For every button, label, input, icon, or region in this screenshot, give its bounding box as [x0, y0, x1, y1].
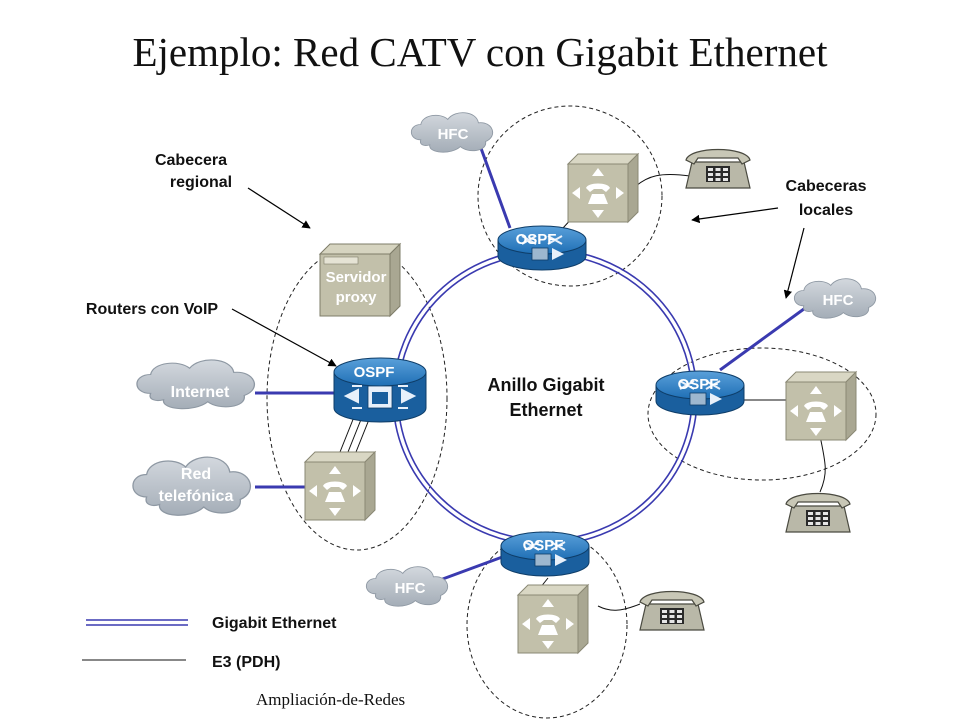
arrow-regional — [247, 187, 311, 229]
e3-bottom-gateway-phone — [597, 603, 641, 611]
legend-gigabit-label: Gigabit Ethernet — [212, 615, 337, 632]
router-top: OSPF — [497, 225, 587, 271]
arrow-locales-top — [691, 207, 779, 224]
page-title: Ejemplo: Red CATV con Gigabit Ethernet — [132, 29, 828, 75]
hfc-bottom-label: HFC — [395, 580, 426, 597]
voice-gateway-bottom — [517, 584, 589, 654]
regional-router: OSPF — [333, 357, 427, 423]
regional-label-1: Cabecera — [155, 152, 227, 169]
footer: Ampliación-de-Redes — [256, 690, 406, 709]
phone-top-icon — [685, 148, 751, 189]
locales-label-2: locales — [799, 202, 853, 219]
phone-network-cloud: Red telefónica — [132, 456, 252, 516]
arrow-locales-right — [783, 227, 805, 299]
link-hfc-top — [476, 139, 512, 229]
top-local-headend-group — [477, 105, 663, 287]
annotation-arrows — [231, 187, 805, 367]
locales-label-1: Cabeceras — [786, 178, 867, 195]
e3-top-gateway-phone — [635, 173, 691, 187]
router-right: OSPF — [655, 370, 745, 416]
router-bottom: OSPF — [500, 531, 590, 577]
hfc-cloud-bottom: HFC — [365, 566, 449, 607]
regional-label-2: regional — [170, 174, 232, 191]
voice-gateway-regional — [304, 451, 376, 521]
link-hfc-right — [719, 304, 809, 372]
hfc-right-label: HFC — [823, 292, 854, 309]
legend: Gigabit Ethernet E3 (PDH) — [82, 615, 337, 671]
server-label-1: Servidor — [326, 269, 387, 286]
link-hfc-bottom — [439, 554, 506, 582]
legend-e3-label: E3 (PDH) — [212, 654, 280, 671]
proxy-server: Servidor proxy — [318, 242, 402, 318]
ring-label-1: Anillo Gigabit — [488, 375, 605, 395]
phone-bottom-icon — [639, 590, 705, 631]
regional-router-label: OSPF — [354, 364, 395, 381]
internet-cloud: Internet — [136, 359, 256, 410]
arrow-routers-voip — [231, 308, 337, 367]
annotations: Cabecera regional Cabeceras locales Rout… — [86, 152, 867, 420]
hfc-cloud-top: HFC — [410, 112, 494, 153]
router-top-label: OSPF — [516, 231, 557, 248]
ring-label-2: Ethernet — [509, 400, 582, 420]
router-right-label: OSPF — [678, 376, 719, 393]
router-bottom-label: OSPF — [523, 537, 564, 554]
gigabit-links — [255, 139, 809, 582]
phone-network-label-2: telefónica — [159, 488, 234, 505]
hfc-top-label: HFC — [438, 126, 469, 143]
e3-right-gateway-phone — [819, 435, 826, 493]
internet-label: Internet — [171, 384, 230, 401]
server-label-2: proxy — [336, 289, 378, 306]
hfc-cloud-right: HFC — [793, 278, 877, 319]
right-local-headend-group — [647, 347, 877, 481]
phone-right-icon — [785, 492, 851, 533]
phone-network-label-1: Red — [181, 466, 211, 483]
voice-gateway-top — [567, 153, 639, 223]
routers-voip-label: Routers con VoIP — [86, 301, 218, 318]
regional-headend-group — [266, 245, 448, 551]
voice-gateway-right — [785, 371, 857, 441]
